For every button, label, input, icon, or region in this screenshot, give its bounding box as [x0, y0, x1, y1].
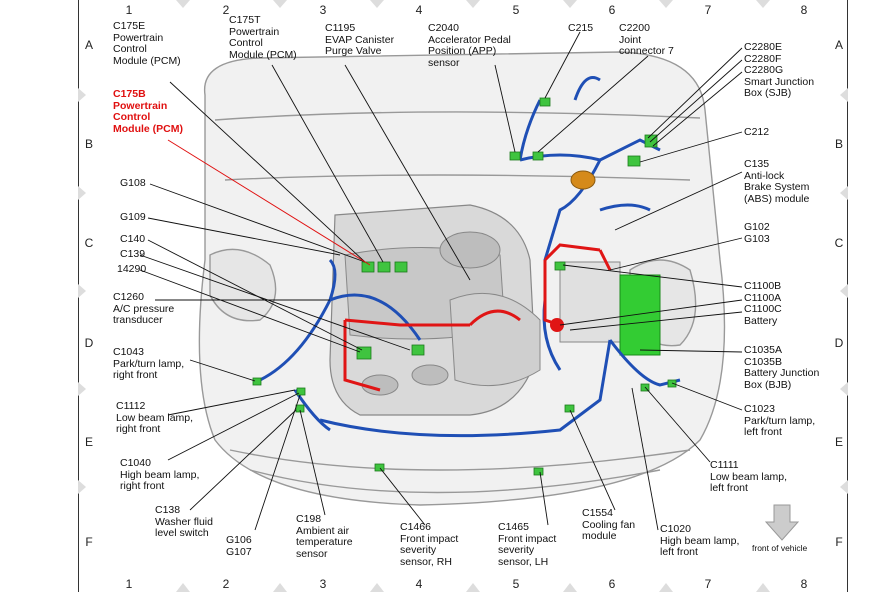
col-1: 1 [125, 3, 133, 17]
col-4: 4 [415, 3, 423, 17]
label-14290: 14290 [117, 263, 147, 275]
col-2-bottom: 2 [222, 577, 230, 591]
engine-block [329, 204, 541, 416]
row-a: A [84, 38, 93, 52]
row-f: F [85, 535, 93, 549]
label-c140: C140 [120, 233, 146, 245]
row-f-right: F [835, 535, 843, 549]
front-of-vehicle-label: front of vehicle [752, 543, 808, 553]
battery-junction-box [619, 274, 661, 356]
col-7: 7 [704, 3, 712, 17]
row-d-right: D [834, 336, 844, 350]
col-1-bottom: 1 [125, 577, 133, 591]
col-5-bottom: 5 [512, 577, 520, 591]
label-c139: C139 [120, 248, 146, 260]
col-3: 3 [319, 3, 327, 17]
row-d: D [84, 336, 94, 350]
label-g109: G109 [120, 211, 146, 223]
leader-lines [139, 31, 743, 531]
battery-terminal [550, 318, 564, 332]
front-arrow-icon [764, 504, 800, 541]
row-c: C [84, 236, 94, 250]
label-g108: G108 [120, 177, 146, 189]
row-b: B [84, 137, 93, 151]
col-6: 6 [608, 3, 616, 17]
col-4-bottom: 4 [415, 577, 423, 591]
battery [559, 261, 621, 343]
label-c215: C215 [568, 22, 594, 34]
col-5: 5 [512, 3, 520, 17]
row-b-right: B [834, 137, 843, 151]
row-e-right: E [834, 435, 843, 449]
label-c212: C212 [744, 126, 770, 138]
canister-component [570, 170, 596, 190]
col-7-bottom: 7 [704, 577, 712, 591]
col-8: 8 [800, 3, 808, 17]
col-3-bottom: 3 [319, 577, 327, 591]
row-c-right: C [834, 236, 844, 250]
c175b-leader [167, 139, 371, 266]
row-e: E [84, 435, 93, 449]
col-8-bottom: 8 [800, 577, 808, 591]
grid-markers [78, 0, 848, 592]
col-2: 2 [222, 3, 230, 17]
col-6-bottom: 6 [608, 577, 616, 591]
row-a-right: A [834, 38, 843, 52]
